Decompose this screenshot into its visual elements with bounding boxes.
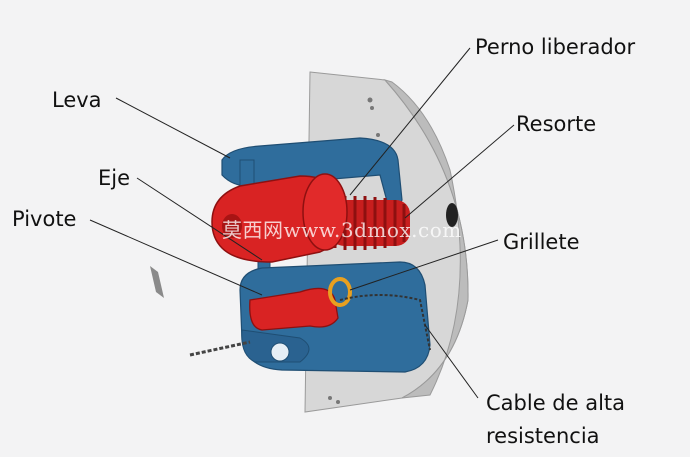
label-leva: Leva	[52, 87, 102, 113]
label-perno-liberador: Perno liberador	[475, 34, 635, 60]
label-grillete: Grillete	[503, 229, 579, 255]
plate-hole	[376, 133, 380, 137]
lower-pin-hole	[271, 343, 289, 361]
label-eje: Eje	[98, 165, 130, 191]
plate-hole	[368, 98, 373, 103]
label-cable-line2: resistencia	[486, 423, 600, 449]
grey-fragment	[150, 266, 164, 298]
plate-hole	[328, 396, 332, 400]
label-cable-line1: Cable de alta	[486, 390, 625, 416]
plate-hole	[370, 106, 374, 110]
leader-leva	[116, 98, 230, 158]
label-resorte: Resorte	[516, 111, 596, 137]
plate-hole	[336, 400, 340, 404]
label-pivote: Pivote	[12, 206, 76, 232]
chain	[190, 342, 250, 355]
watermark: 莫西网www.3dmox.com	[222, 214, 462, 243]
